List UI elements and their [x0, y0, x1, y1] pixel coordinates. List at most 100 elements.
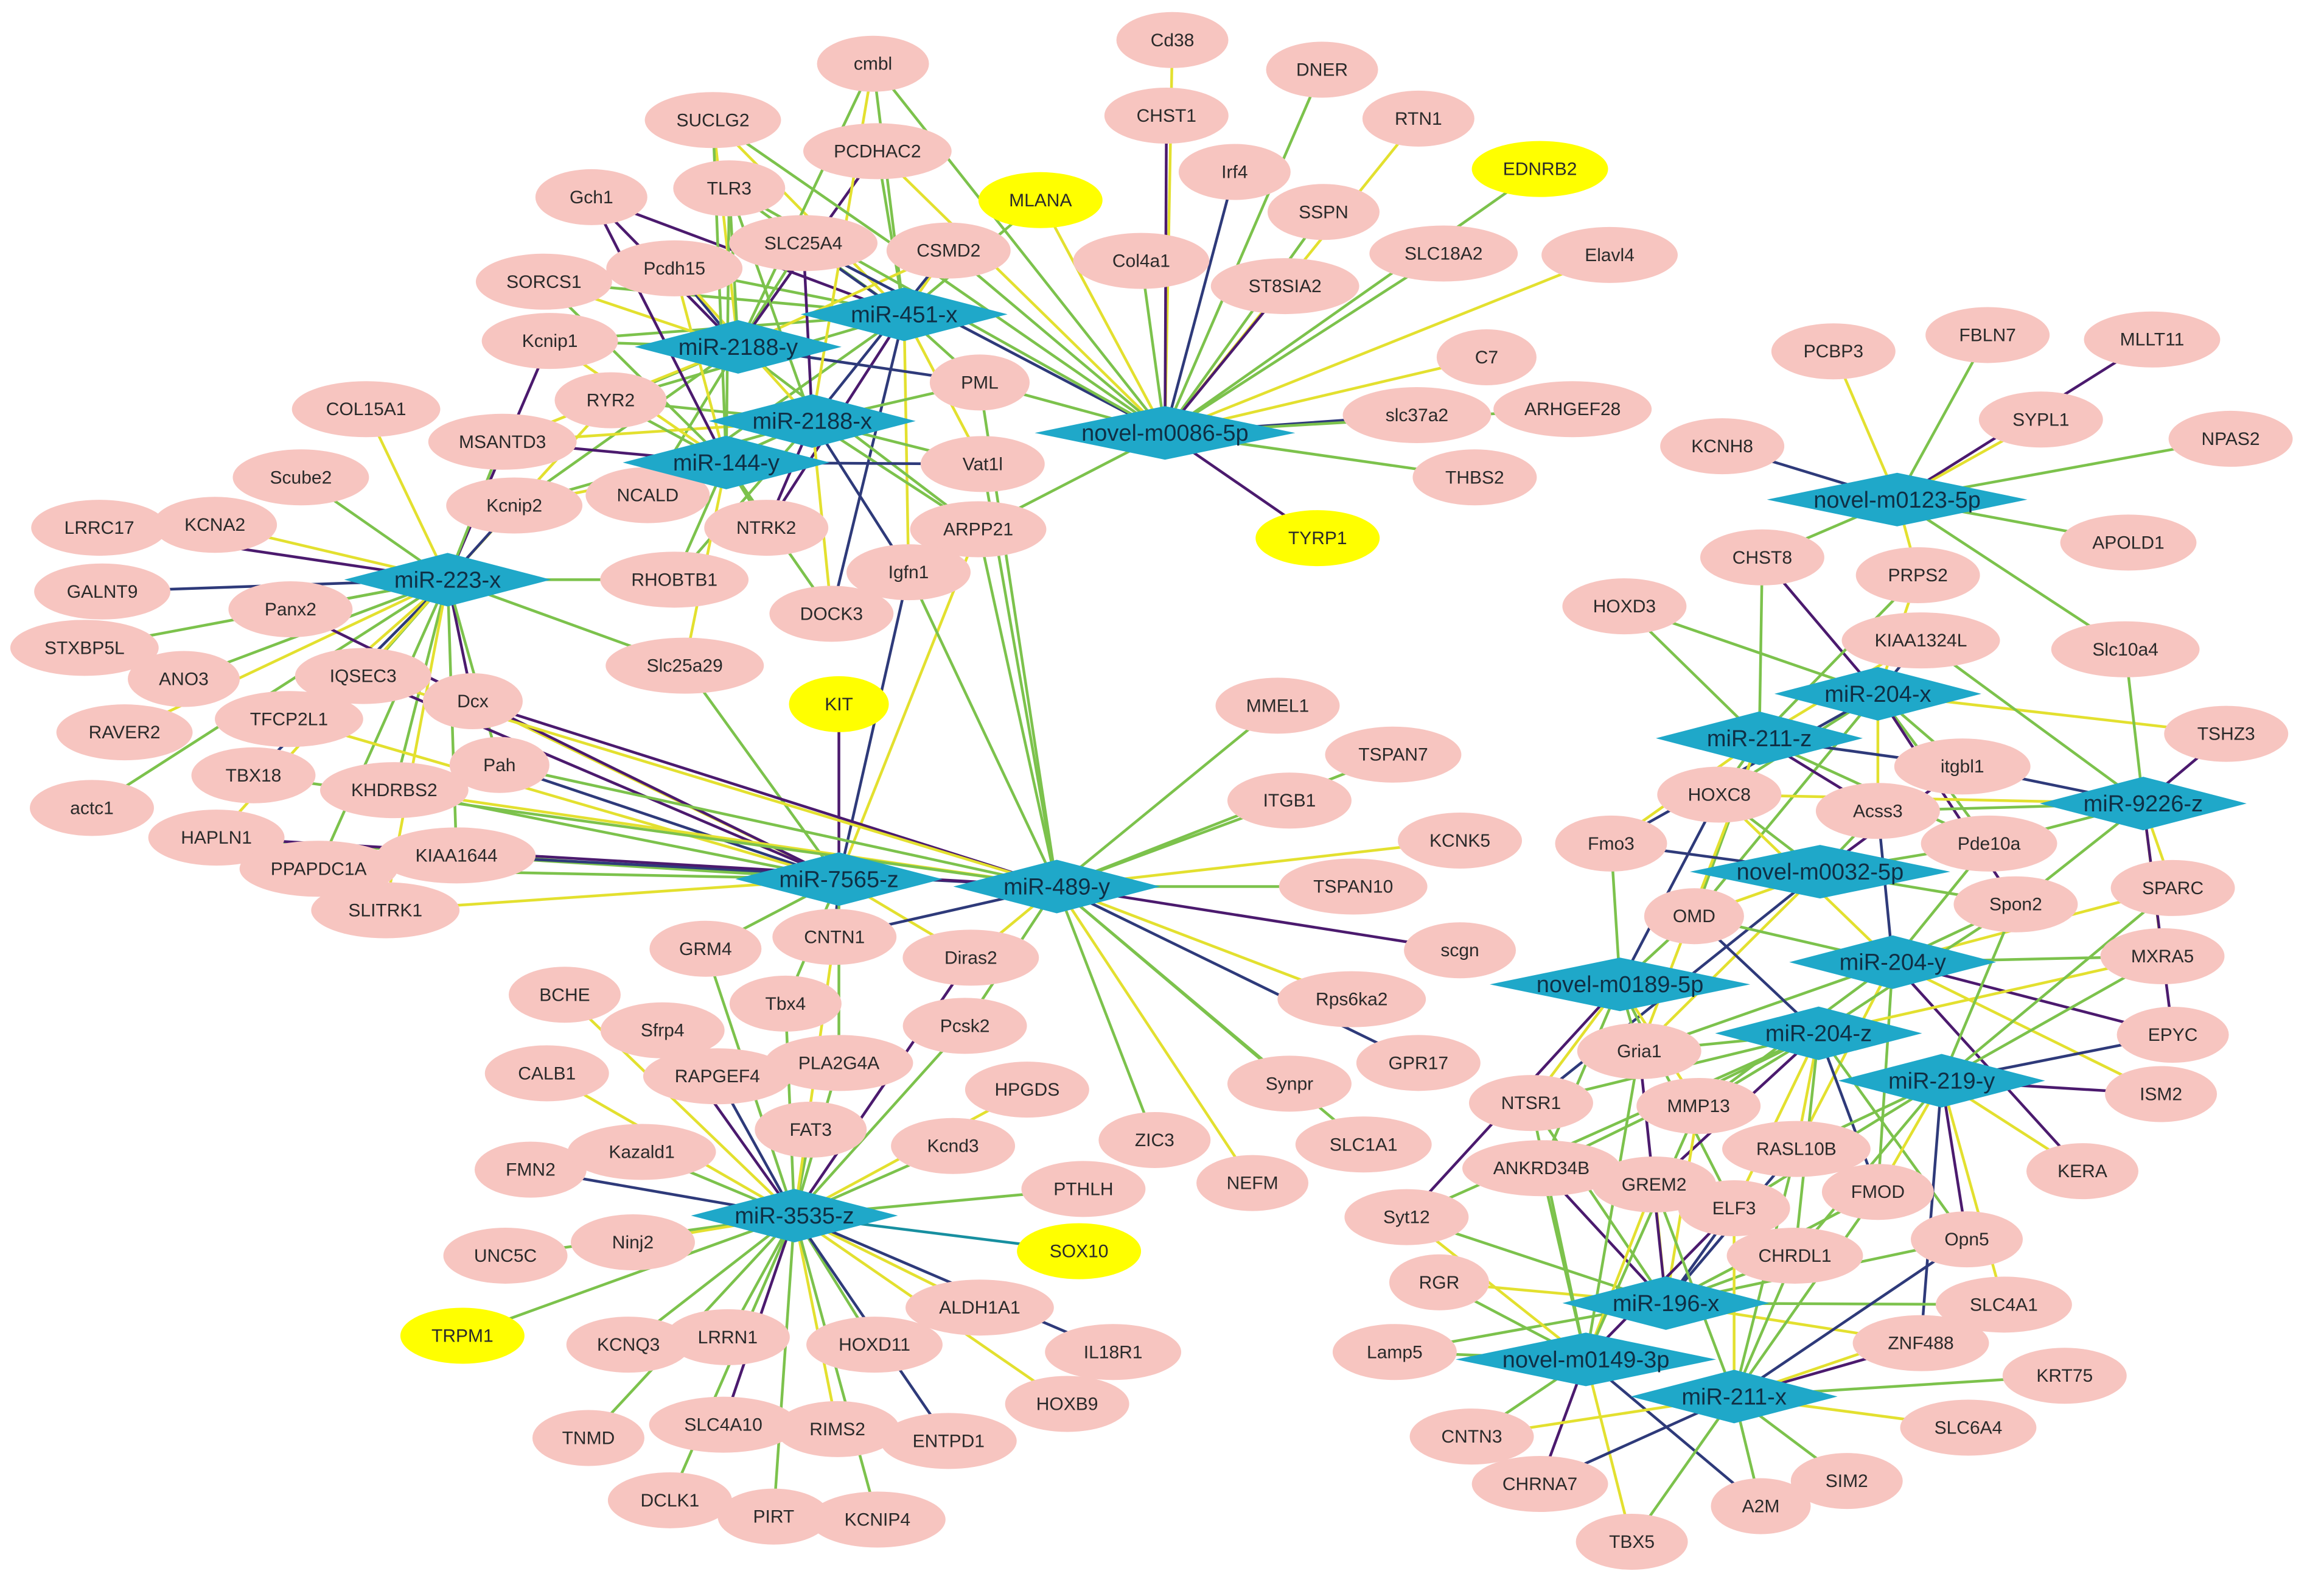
gene-node-trpm1[interactable]: TRPM1 [400, 1307, 525, 1364]
gene-node-col15a1[interactable]: COL15A1 [291, 381, 441, 438]
gene-node-cmbl[interactable]: cmbl [817, 35, 929, 92]
gene-node-unc5c[interactable]: UNC5C [443, 1227, 568, 1284]
gene-node-mlana[interactable]: MLANA [978, 172, 1103, 228]
gene-node-lrrn1[interactable]: LRRN1 [665, 1309, 790, 1365]
gene-node-galnt9[interactable]: GALNT9 [34, 563, 170, 620]
gene-node-tnmd[interactable]: TNMD [532, 1410, 644, 1466]
gene-node-dcx[interactable]: Dcx [422, 673, 523, 730]
gene-node-a2m[interactable]: A2M [1711, 1478, 1811, 1534]
gene-node-msantd3[interactable]: MSANTD3 [428, 413, 577, 470]
gene-node-spon2[interactable]: Spon2 [1953, 876, 2078, 932]
gene-node-pla2g4a[interactable]: PLA2G4A [764, 1035, 913, 1091]
gene-node-kiaa1324l[interactable]: KIAA1324L [1841, 612, 2000, 669]
gene-node-kit[interactable]: KIT [789, 676, 889, 732]
gene-node-c7[interactable]: C7 [1436, 329, 1537, 385]
gene-node-entpd1[interactable]: ENTPD1 [880, 1413, 1017, 1469]
gene-node-kcnk5[interactable]: KCNK5 [1398, 812, 1523, 869]
gene-node-fbln7[interactable]: FBLN7 [1925, 307, 2050, 363]
gene-node-mxra5[interactable]: MXRA5 [2100, 928, 2225, 984]
mirna-node-mir-211-x[interactable]: miR-211-x [1630, 1370, 1838, 1424]
gene-node-khdrbs2[interactable]: KHDRBS2 [319, 762, 469, 819]
gene-node-fmod[interactable]: FMOD [1821, 1164, 1934, 1220]
gene-node-itgb1[interactable]: ITGB1 [1227, 772, 1352, 829]
gene-node-suclg2[interactable]: SUCLG2 [644, 92, 781, 149]
gene-node-hoxc8[interactable]: HOXC8 [1657, 766, 1782, 823]
gene-node-pcdh15[interactable]: Pcdh15 [606, 240, 743, 296]
gene-node-pirt[interactable]: PIRT [717, 1488, 830, 1545]
gene-node-kcna2[interactable]: KCNA2 [153, 497, 277, 553]
gene-node-kcnd3[interactable]: Kcnd3 [891, 1118, 1016, 1174]
mirna-node-novel-m0086-5p[interactable]: novel-m0086-5p [1035, 406, 1296, 460]
gene-node-kcnh8[interactable]: KCNH8 [1660, 418, 1785, 475]
gene-node-csmd2[interactable]: CSMD2 [886, 222, 1011, 279]
gene-node-mllt11[interactable]: MLLT11 [2084, 311, 2221, 368]
gene-node-rhobtb1[interactable]: RHOBTB1 [600, 551, 749, 608]
gene-node-sparc[interactable]: SPARC [2110, 859, 2235, 916]
gene-node-gria1[interactable]: Gria1 [1577, 1023, 1701, 1079]
gene-node-hoxd3[interactable]: HOXD3 [1562, 578, 1687, 635]
gene-node-st8sia2[interactable]: ST8SIA2 [1210, 258, 1359, 315]
gene-node-hapln1[interactable]: HAPLN1 [148, 810, 285, 866]
gene-node-pde10a[interactable]: Pde10a [1921, 815, 2057, 872]
gene-node-panx2[interactable]: Panx2 [228, 581, 353, 638]
gene-node-tshz3[interactable]: TSHZ3 [2164, 705, 2289, 762]
gene-node-kcnip2[interactable]: Kcnip2 [446, 477, 583, 534]
gene-node-gpr17[interactable]: GPR17 [1356, 1035, 1481, 1091]
gene-node-kcnq3[interactable]: KCNQ3 [566, 1317, 691, 1373]
gene-node-epyc[interactable]: EPYC [2116, 1007, 2229, 1063]
mirna-node-novel-m0032-5p[interactable]: novel-m0032-5p [1689, 845, 1950, 899]
mirna-node-mir-196-x[interactable]: miR-196-x [1562, 1276, 1770, 1330]
gene-node-rapgef4[interactable]: RAPGEF4 [643, 1048, 792, 1105]
gene-node-krt75[interactable]: KRT75 [2002, 1348, 2127, 1404]
gene-node-chrdl1[interactable]: CHRDL1 [1726, 1227, 1863, 1284]
gene-node-actc1[interactable]: actc1 [30, 780, 154, 836]
gene-node-iqsec3[interactable]: IQSEC3 [295, 648, 431, 704]
gene-node-igfn1[interactable]: Igfn1 [846, 544, 971, 601]
gene-node-ppapdc1a[interactable]: PPAPDC1A [239, 841, 398, 897]
gene-node-ninj2[interactable]: Ninj2 [571, 1214, 695, 1271]
gene-node-kcnip1[interactable]: Kcnip1 [481, 313, 618, 369]
gene-node-elf3[interactable]: ELF3 [1678, 1180, 1790, 1237]
gene-node-cntn1[interactable]: CNTN1 [772, 909, 897, 965]
gene-node-fmn2[interactable]: FMN2 [474, 1141, 587, 1198]
gene-node-hpgds[interactable]: HPGDS [965, 1062, 1089, 1118]
gene-node-sspn[interactable]: SSPN [1267, 184, 1380, 240]
gene-node-apold1[interactable]: APOLD1 [2060, 514, 2197, 571]
mirna-node-mir-219-y[interactable]: miR-219-y [1838, 1054, 2045, 1108]
gene-node-tfcp2l1[interactable]: TFCP2L1 [215, 691, 363, 747]
gene-node-il18r1[interactable]: IL18R1 [1045, 1324, 1182, 1380]
mirna-node-novel-m0149-3p[interactable]: novel-m0149-3p [1456, 1332, 1717, 1387]
gene-node-npas2[interactable]: NPAS2 [2168, 410, 2293, 467]
gene-node-elavl4[interactable]: Elavl4 [1541, 226, 1678, 283]
gene-node-rasl10b[interactable]: RASL10B [1722, 1121, 1871, 1177]
gene-node-chrna7[interactable]: CHRNA7 [1471, 1456, 1608, 1513]
gene-node-itgbl1[interactable]: itgbl1 [1894, 738, 2031, 795]
gene-node-slc25a29[interactable]: Slc25a29 [605, 637, 764, 694]
gene-node-dner[interactable]: DNER [1266, 41, 1378, 98]
gene-node-tbx5[interactable]: TBX5 [1576, 1514, 1688, 1570]
gene-node-ntrk2[interactable]: NTRK2 [704, 500, 829, 556]
gene-node-vat1l[interactable]: Vat1l [920, 436, 1045, 492]
gene-node-ism2[interactable]: ISM2 [2105, 1066, 2218, 1122]
gene-node-slc10a4[interactable]: Slc10a4 [2051, 621, 2200, 677]
gene-node-ednrb2[interactable]: EDNRB2 [1471, 141, 1608, 197]
gene-node-sfrp4[interactable]: Sfrp4 [600, 1002, 725, 1058]
gene-node-stxbp5l[interactable]: STXBP5L [10, 620, 159, 676]
gene-node-ankrd34b[interactable]: ANKRD34B [1462, 1140, 1621, 1197]
mirna-node-mir-204-z[interactable]: miR-204-z [1715, 1006, 1922, 1060]
gene-node-slc1a1[interactable]: SLC1A1 [1295, 1116, 1432, 1173]
gene-node-grm4[interactable]: GRM4 [649, 920, 762, 977]
gene-node-pml[interactable]: PML [929, 354, 1030, 411]
mirna-node-mir-204-y[interactable]: miR-204-y [1789, 935, 1997, 989]
gene-node-tbx4[interactable]: Tbx4 [729, 975, 842, 1032]
gene-node-scube2[interactable]: Scube2 [232, 449, 369, 506]
gene-node-calb1[interactable]: CALB1 [484, 1045, 609, 1102]
gene-node-raver2[interactable]: RAVER2 [56, 704, 193, 761]
gene-node-scgn[interactable]: scgn [1404, 922, 1516, 979]
mirna-node-mir-451-x[interactable]: miR-451-x [800, 287, 1008, 341]
gene-node-lrrc17[interactable]: LRRC17 [31, 500, 168, 556]
gene-node-pcsk2[interactable]: Pcsk2 [902, 998, 1027, 1054]
gene-node-rgr[interactable]: RGR [1389, 1254, 1489, 1310]
gene-node-kera[interactable]: KERA [2026, 1143, 2138, 1200]
gene-node-ryr2[interactable]: RYR2 [554, 372, 667, 429]
